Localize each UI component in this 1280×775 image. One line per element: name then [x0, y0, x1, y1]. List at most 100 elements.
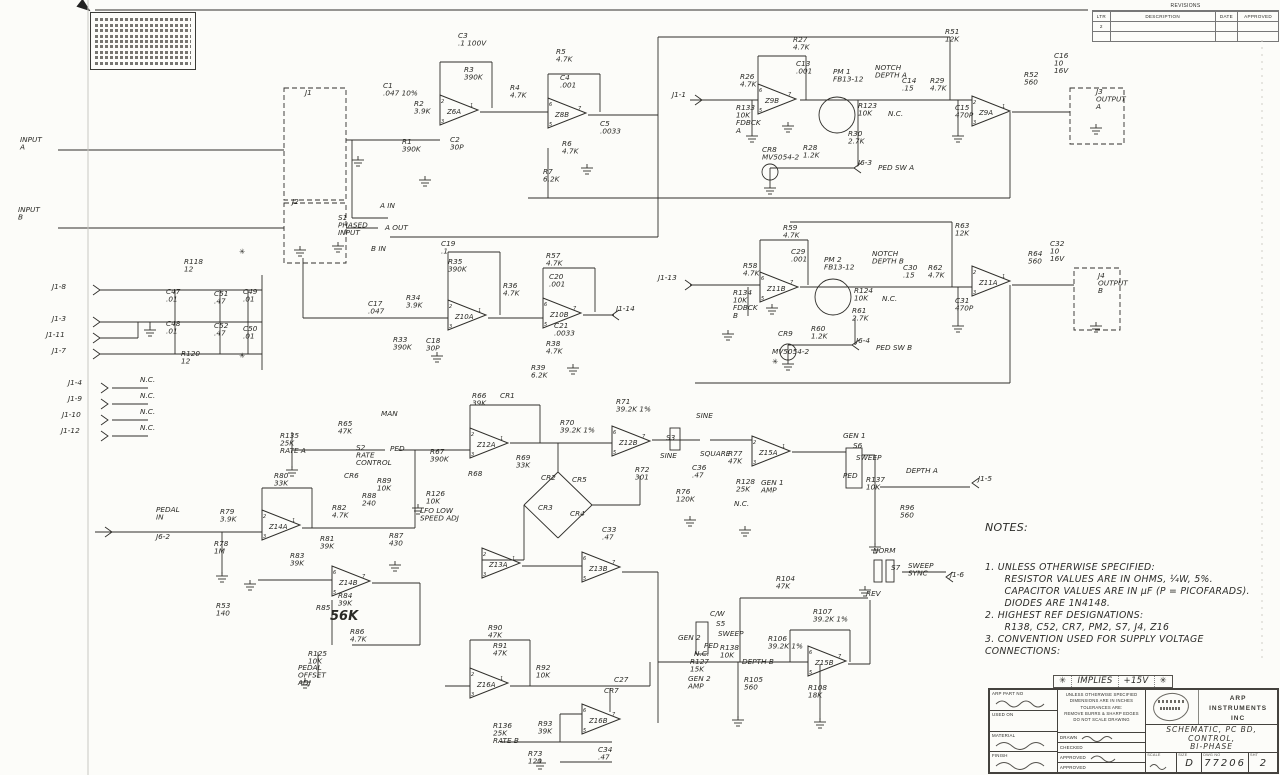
dwg-no-cell: DWG NO 77206 — [1202, 753, 1249, 772]
opamp-pin: 5 — [613, 450, 616, 456]
note-line: CAPACITOR VALUES ARE IN μF (P = PICOFARA… — [985, 585, 1250, 597]
component-label: CR1 — [500, 391, 515, 400]
component-label: PED — [704, 641, 719, 650]
component-label: C50.01 — [243, 324, 258, 341]
component-label: C27 — [614, 675, 629, 684]
title-block-used-on-cell: USED ON — [990, 711, 1057, 732]
opamp-pin: 5 — [549, 122, 552, 128]
opamp-pin: 1 — [500, 436, 503, 442]
revisions-table: REVISIONS LTR DESCRIPTION DATE APPROVED … — [1092, 2, 1279, 42]
component-label: C33.47 — [602, 525, 617, 542]
opamp-pin: 7 — [788, 92, 792, 98]
opamp-pin: 3 — [753, 460, 756, 466]
revision-cell: 2 — [1092, 21, 1111, 32]
component-label: PED — [843, 471, 858, 480]
opamp-pin: 3 — [471, 692, 474, 698]
note-line: RESISTOR VALUES ARE IN OHMS, ¼W, 5%. — [985, 573, 1213, 585]
opamp-pin: 5 — [759, 108, 762, 114]
component-label: CR6 — [344, 471, 359, 480]
opamp-label: Z10A — [454, 313, 474, 321]
title-block-part-no-cell: ARP PART NO — [990, 690, 1057, 711]
component-label: SWEEP — [856, 453, 882, 462]
opamp-pin: 6 — [549, 102, 552, 108]
opamp-symbol — [547, 97, 588, 129]
opamp-pin: 5 — [333, 590, 336, 596]
revision-cell — [1109, 21, 1216, 32]
component-label: C52.47 — [214, 321, 229, 338]
opamp-symbol — [542, 297, 583, 329]
note-line: DIODES ARE 1N4148. — [985, 597, 1111, 609]
connector-box — [1073, 267, 1121, 331]
opamp-pin: 1 — [470, 103, 473, 109]
component-label: C/W — [710, 609, 726, 618]
wire — [557, 471, 593, 506]
component-label: R68 — [468, 469, 483, 478]
component-label: ✳ — [772, 357, 778, 366]
notice-text-line — [95, 18, 191, 22]
switch-box — [873, 559, 883, 583]
component-label: C20.001 — [549, 272, 565, 289]
port-chevron-icon — [945, 571, 954, 583]
opamp-label: Z10B — [549, 311, 569, 319]
opamp-symbol — [331, 565, 372, 597]
opamp-pin: 5 — [544, 322, 547, 328]
opamp-symbol — [581, 551, 622, 583]
opamp-pin: 6 — [583, 708, 586, 714]
opamp-label: Z9B — [764, 97, 779, 105]
sheet-value: 2 — [1259, 758, 1267, 769]
component-label: PED SW B — [876, 343, 912, 352]
connector-box — [283, 202, 347, 264]
revisions-header-row: LTR DESCRIPTION DATE APPROVED — [1092, 11, 1279, 22]
port-label: J1-14 — [614, 304, 635, 313]
port-chevron-icon — [851, 339, 860, 351]
connector-box — [283, 87, 347, 201]
dwg-no-value: 77206 — [1204, 758, 1246, 769]
component-label: A OUT — [384, 223, 408, 232]
component-label: ✳ — [239, 351, 245, 360]
notice-text-line — [95, 61, 191, 65]
port-chevron-icon — [100, 398, 109, 410]
signature-scribble — [1090, 755, 1116, 762]
opamp-pin: 7 — [790, 280, 794, 286]
port-chevron-icon — [100, 414, 109, 426]
component-label: C14.15 — [902, 76, 917, 93]
supply-convention-cell: ✳ — [1159, 676, 1167, 687]
component-label: C19.1 — [441, 239, 456, 256]
opamp-symbol — [759, 271, 800, 303]
opamp-pin: 7 — [578, 106, 582, 112]
switch-box — [845, 447, 863, 489]
photomod-circle — [818, 96, 856, 134]
port-label: J1-7 — [50, 346, 66, 355]
component-label: C1.047 10% — [383, 81, 418, 98]
port-label: J1-3 — [50, 314, 66, 323]
component-label: C29.001 — [791, 247, 807, 264]
opamp-pin: 1 — [1002, 274, 1005, 280]
